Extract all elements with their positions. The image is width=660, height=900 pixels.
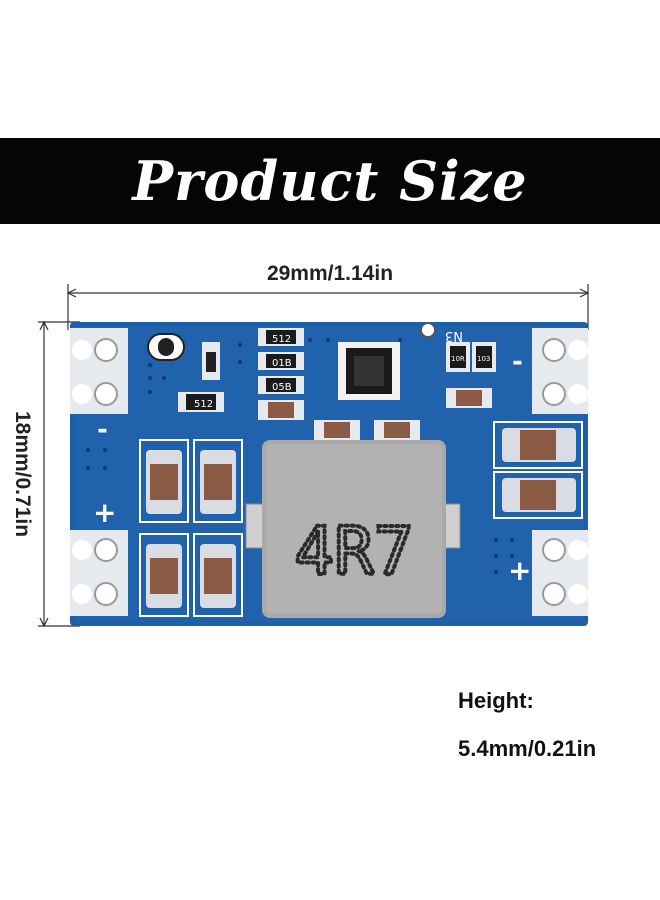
resistor-512-bottom: 512 <box>178 392 224 412</box>
capacitor-small-top <box>258 400 304 420</box>
silkscreen-plus-left: + <box>93 496 116 529</box>
silkscreen-minus-left: - <box>97 415 108 445</box>
svg-text:01B: 01B <box>272 358 292 369</box>
width-dimension-line <box>66 284 590 330</box>
svg-text:05B: 05B <box>272 382 292 393</box>
board-marking: N3 <box>445 328 463 343</box>
resistor-10r: 10R <box>446 342 470 372</box>
silkscreen-minus-right: - <box>512 347 523 377</box>
svg-text:512: 512 <box>194 399 213 410</box>
inductor: 4R7 <box>245 440 461 618</box>
title-banner: Product Size <box>0 138 660 224</box>
capacitor-bank-left <box>139 439 243 617</box>
via-holes <box>86 338 514 574</box>
height-title: Height: <box>458 688 534 713</box>
capacitor-small-right <box>446 388 492 408</box>
capacitor-mid-2 <box>374 420 420 440</box>
resistor-05b: 05B <box>258 376 304 394</box>
resistor-512-top: 512 <box>258 328 304 346</box>
banner-title: Product Size <box>132 149 528 213</box>
inductor-marking: 4R7 <box>294 513 413 590</box>
width-dimension-label: 29mm/1.14in <box>266 262 394 285</box>
resistor-01b: 01B <box>258 352 304 370</box>
resistor-103: 103 <box>472 342 496 372</box>
height-value: 5.4mm/0.21in <box>458 736 597 761</box>
silkscreen-plus-right: + <box>508 554 531 587</box>
capacitor-mid-1 <box>314 420 360 440</box>
length-dimension-line <box>38 320 80 628</box>
svg-text:512: 512 <box>272 334 291 345</box>
svg-text:10R: 10R <box>451 355 465 363</box>
ic-chip <box>338 322 436 400</box>
capacitor-bank-right <box>493 421 583 519</box>
svg-text:103: 103 <box>477 355 490 363</box>
solder-pads <box>70 328 588 616</box>
